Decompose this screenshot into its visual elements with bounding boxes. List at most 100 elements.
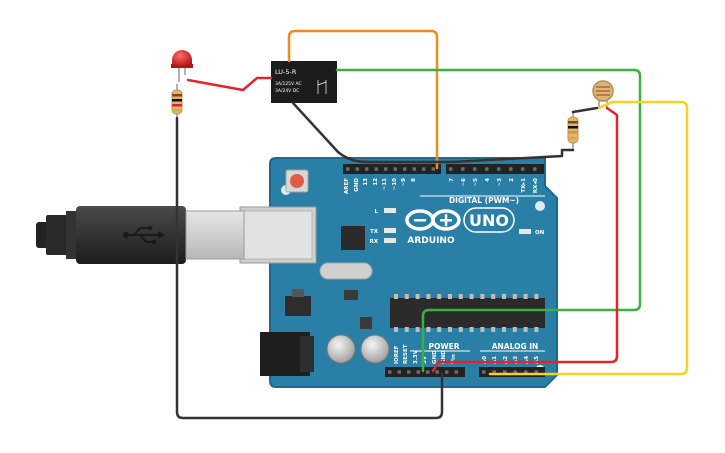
pin-hole[interactable] (492, 370, 497, 374)
pin-hole[interactable] (355, 167, 360, 171)
digital-pin-holes (346, 167, 537, 171)
pin-hole[interactable] (449, 167, 453, 171)
led-tx (384, 228, 396, 233)
chip-pin (534, 294, 539, 299)
pin-label: 2 (509, 178, 515, 182)
pin-hole[interactable] (534, 370, 539, 374)
pin-hole[interactable] (388, 370, 392, 374)
capacitor (360, 334, 390, 364)
wire-red-ldr-to-5v[interactable] (431, 106, 619, 373)
pin-hole[interactable] (374, 167, 379, 171)
pin-label: GND (441, 350, 447, 364)
pin-label: 8 (411, 178, 417, 182)
pin-label: ~10 (392, 178, 398, 190)
chip-pin (415, 294, 420, 299)
led-l (384, 208, 396, 213)
smd-component (360, 317, 372, 329)
reset-button[interactable] (290, 174, 304, 188)
pin-label: IOREF (394, 345, 400, 364)
pin-hole[interactable] (521, 167, 525, 171)
pin-hole[interactable] (397, 370, 402, 374)
chip-pin (512, 294, 517, 299)
pin-hole[interactable] (412, 167, 417, 171)
wire-red-relay-to-led[interactable] (186, 76, 273, 92)
pin-label: 12 (373, 178, 379, 186)
wire-black-resistor-to-relay[interactable] (291, 101, 575, 164)
wire-green-relay-to-gnd[interactable] (335, 68, 642, 373)
uno-text: UNO (469, 211, 509, 230)
pin-label: A2 (503, 356, 509, 364)
relay-rating-dc: 3A/24V DC (275, 88, 299, 94)
mounting-hole (535, 201, 545, 211)
chip-pin (480, 327, 485, 332)
pin-hole[interactable] (513, 370, 518, 374)
pin-hole[interactable] (509, 167, 513, 171)
pin-hole[interactable] (403, 167, 407, 171)
board-pcb (269, 157, 558, 388)
usb-b-connector (185, 210, 245, 260)
usb-trident-icon (123, 226, 165, 244)
chip-pin (448, 294, 452, 299)
pin-hole[interactable] (482, 370, 486, 374)
pin-hole[interactable] (416, 370, 421, 374)
atmega-chip (390, 298, 545, 328)
power-label: POWER (428, 342, 459, 351)
bottom-pin-holes (388, 370, 538, 374)
pin-label: 13 (363, 178, 369, 186)
analog-header (479, 367, 545, 377)
power-header (385, 367, 465, 377)
pin-label: 7 (449, 178, 455, 182)
led-rx-label: RX (370, 239, 379, 245)
pin-hole[interactable] (435, 370, 440, 374)
pin-hole[interactable] (422, 167, 426, 171)
pin-hole[interactable] (407, 370, 411, 374)
relay-rating-ac: 3A/125V AC (275, 81, 302, 87)
wire-orange-relay-to-pin9[interactable] (287, 29, 439, 170)
pin-hole[interactable] (497, 167, 501, 171)
pin-hole[interactable] (426, 370, 430, 374)
chip-pin (404, 294, 409, 299)
chip-pin (502, 294, 506, 299)
voltage-regulator-small (344, 290, 358, 300)
wire-yellow-ldr-to-a0[interactable] (488, 100, 689, 376)
chip-pin (523, 327, 528, 332)
led-dome (172, 50, 192, 66)
pin-hole[interactable] (461, 167, 465, 171)
pin-label: A3 (513, 356, 519, 364)
red-led[interactable] (171, 50, 193, 82)
relay-switch-symbol (317, 80, 327, 94)
wire-black-led-to-gnd[interactable] (175, 116, 444, 420)
pin-hole[interactable] (485, 167, 489, 171)
pin-label: ~6 (461, 178, 467, 187)
led-resistor[interactable] (171, 84, 183, 118)
digital-header-left (343, 164, 441, 174)
pin-hole[interactable] (365, 167, 369, 171)
pin-hole[interactable] (454, 370, 459, 374)
chip-pin (491, 327, 496, 332)
pin-hole[interactable] (431, 167, 436, 171)
pin-hole[interactable] (384, 167, 388, 171)
chip-pin (448, 327, 452, 332)
pin-hole[interactable] (393, 167, 398, 171)
led-l-label: L (374, 209, 378, 215)
relay-lu5r[interactable]: LU-5-R 3A/125V AC 3A/24V DC (271, 61, 337, 103)
chip-pin (480, 294, 485, 299)
chip-pin (394, 294, 398, 299)
pin-hole[interactable] (473, 167, 477, 171)
chip-pin (437, 327, 442, 332)
chip-pin (458, 327, 463, 332)
pin-hole[interactable] (533, 167, 537, 171)
ldr-resistor[interactable] (567, 112, 579, 150)
chip-pin (437, 294, 442, 299)
wire-black-ldr-junction[interactable] (571, 106, 599, 114)
pin-hole[interactable] (445, 370, 449, 374)
chip-pin (534, 327, 539, 332)
chip-pin (491, 294, 496, 299)
pin-hole[interactable] (503, 370, 507, 374)
pin-hole[interactable] (524, 370, 528, 374)
pin-hole[interactable] (346, 167, 350, 171)
